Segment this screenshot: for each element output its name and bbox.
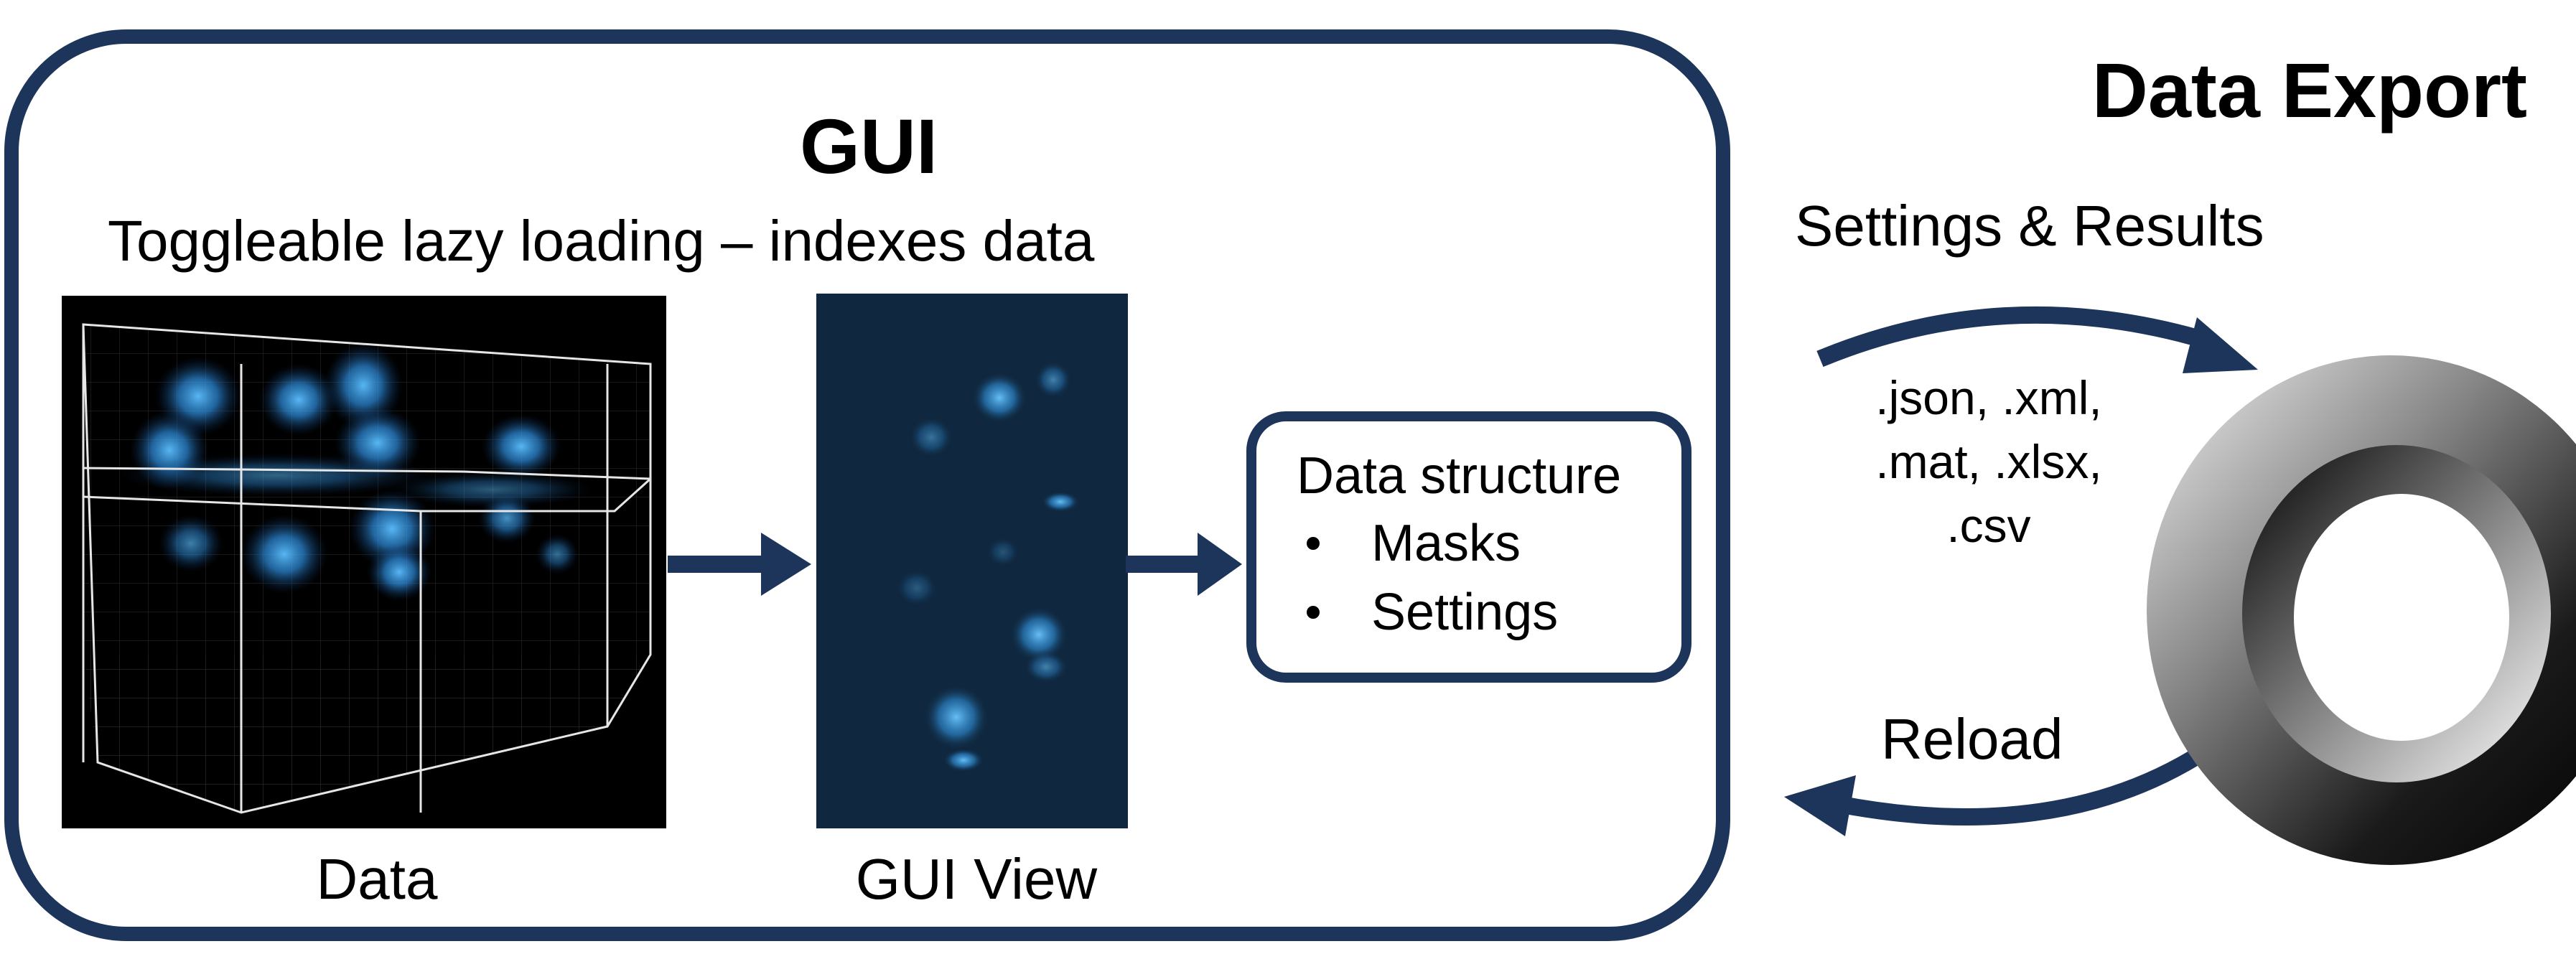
format-line: .json, .xml, <box>1875 371 2102 424</box>
format-line: .mat, .xlsx, <box>1875 435 2102 489</box>
gui-subtitle: Toggleable lazy loading – indexes data <box>108 209 1095 273</box>
list-item: Settings <box>1297 586 1681 638</box>
arrow-reload <box>1784 721 2242 836</box>
arrow-view-to-structure <box>1126 533 1242 596</box>
gui-view-render <box>816 294 1128 828</box>
data-structure-box: Data structure Masks Settings <box>1246 411 1691 683</box>
bullet-icon <box>1307 537 1320 550</box>
data-volume-render <box>62 296 666 828</box>
gui-title: GUI <box>799 103 938 190</box>
list-item-label: Masks <box>1371 515 1521 572</box>
format-line: .csv <box>1946 499 2031 553</box>
export-title: Data Export <box>2091 47 2527 134</box>
data-structure-title: Data structure <box>1297 447 1622 505</box>
reload-label: Reload <box>1881 707 2063 771</box>
list-item: Masks <box>1297 518 1681 569</box>
bullet-icon <box>1307 606 1320 619</box>
arrow-data-to-view <box>668 533 811 596</box>
export-formats: .json, .xml, .mat, .xlsx, .csv <box>1838 366 2139 558</box>
settings-results-label: Settings & Results <box>1795 194 2264 258</box>
json-logo-icon <box>2147 355 2576 865</box>
data-volume-image <box>62 296 666 828</box>
gui-view-caption: GUI View <box>855 847 1098 911</box>
gui-frame <box>4 29 1730 941</box>
data-caption: Data <box>316 847 438 911</box>
arrow-export <box>1816 306 2258 373</box>
list-item-label: Settings <box>1371 584 1559 641</box>
data-structure-list: Masks Settings <box>1297 518 1681 638</box>
gui-view-image <box>816 294 1128 828</box>
